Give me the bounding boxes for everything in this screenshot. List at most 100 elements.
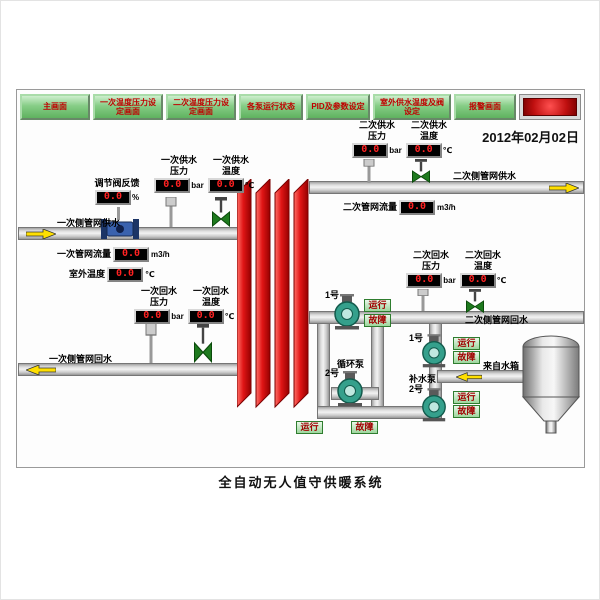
pressure-transmitter-icon (363, 158, 375, 183)
pipe-primary-return (18, 363, 243, 376)
toolbar-button-pid-params[interactable]: PID及参数设定 (306, 94, 370, 120)
meter-label: 一次管网流量 (57, 249, 112, 260)
meter-label: 二次管网流量 (343, 202, 398, 213)
pipe-secondary-supply (309, 181, 584, 194)
pipe-label-primary-supply: 一次侧管网供水 (57, 218, 121, 228)
circ-pump1-label: 1号 (325, 290, 340, 300)
makeup-pump-1[interactable] (420, 334, 448, 368)
meter-display: 0.0 (406, 272, 443, 288)
pipe-circ-loop-bottom (317, 406, 442, 419)
circ-pump2-fault-indicator: 故障 (351, 421, 378, 434)
pressure-transmitter-icon (145, 322, 157, 363)
pipe-circ-loop-left (317, 323, 330, 419)
toolbar-button-alarm-screen[interactable]: 报警画面 (454, 94, 516, 120)
circ-pump2-label: 2号 (325, 368, 340, 378)
temp-valve-icon (411, 159, 431, 184)
meter-display: 0.0 (134, 308, 171, 324)
valve-stem (117, 207, 120, 220)
meter-label: 二次供水温度 (410, 120, 447, 141)
makeup-pump1-run-indicator: 运行 (453, 337, 480, 350)
makeup-pump-2[interactable] (420, 388, 448, 422)
meter-label: 一次回水温度 (192, 286, 229, 307)
circulation-pump-2[interactable] (335, 371, 365, 407)
flow-arrow-right-icon (548, 182, 581, 194)
circ-pump-group-label: 循环泵 (337, 359, 365, 369)
meter-label: 室外温度 (69, 269, 106, 280)
meter-display: 0.0 (113, 247, 150, 262)
flow-arrow-left-icon (24, 364, 57, 376)
meter-display: 0.0 (399, 200, 436, 215)
pipe-circ-loop-right (371, 323, 384, 419)
toolbar-button-main[interactable]: 主画面 (20, 94, 90, 120)
alarm-lamp (519, 94, 581, 120)
meter-label: 一次回水压力 (140, 286, 177, 307)
meter-display: 0.0 (352, 142, 389, 158)
makeup-pump2-run-indicator: 运行 (453, 391, 480, 404)
meter-unit: bar (443, 275, 456, 285)
makeup-pump1-label: 1号 (409, 333, 424, 343)
meter-secondary-flow: 二次管网流量 0.0 m3/h (343, 200, 456, 215)
page-title: 全自动无人值守供暖系统 (218, 475, 384, 490)
meter-label: 一次供水温度 (212, 155, 249, 176)
meter-display: 0.0 (107, 267, 144, 282)
pipe-tank-supply (437, 370, 527, 383)
meter-display: 0.0 (207, 177, 244, 193)
toolbar-button-outdoor-valve[interactable]: 室外供水温度及阀设定 (373, 94, 451, 120)
temp-valve-icon (211, 197, 231, 228)
flow-arrow-left-icon (455, 372, 483, 382)
flow-arrow-right-icon (25, 228, 58, 240)
makeup-pump2-fault-indicator: 故障 (453, 405, 480, 418)
meter-secondary-supply-temp: 二次供水温度 0.0℃ (397, 120, 461, 158)
meter-unit: bar (191, 180, 204, 190)
meter-display: 0.0 (94, 189, 131, 205)
meter-unit: ℃ (496, 275, 507, 285)
control-valve[interactable] (100, 218, 140, 240)
pipe-label-secondary-return: 二次侧管网回水 (465, 315, 529, 325)
pipe-label-primary-return: 一次侧管网回水 (49, 354, 113, 364)
circ-pump2-run-indicator: 运行 (296, 421, 323, 434)
alarm-lamp-light (523, 98, 577, 116)
meter-unit: % (131, 192, 140, 202)
temp-valve-icon (193, 323, 213, 364)
toolbar-button-pump-status[interactable]: 各泵运行状态 (239, 94, 303, 120)
meter-label: 一次供水压力 (160, 155, 197, 176)
meter-label: 调节阀反馈 (94, 178, 140, 188)
meter-label: 二次供水压力 (358, 120, 395, 141)
date-display: 2012年02月02日 (482, 130, 579, 145)
meter-label: 二次回水压力 (412, 250, 449, 271)
meter-secondary-return-temp: 二次回水温度 0.0℃ (451, 250, 515, 288)
makeup-pump2-label: 2号 (409, 384, 424, 394)
tank-label: 来自水箱 (483, 361, 520, 371)
meter-display: 0.0 (459, 272, 496, 288)
circ-pump1-run-indicator: 运行 (364, 299, 391, 312)
meter-display: 0.0 (154, 177, 191, 193)
water-tank (521, 335, 581, 435)
pressure-transmitter-icon (417, 288, 429, 311)
makeup-pump-group-label: 补水泵 (409, 374, 437, 384)
meter-unit: m3/h (437, 203, 456, 212)
meter-unit: ℃ (224, 311, 235, 321)
meter-primary-return-temp: 一次回水温度 0.0℃ (179, 286, 243, 324)
meter-unit: m3/h (151, 250, 170, 259)
meter-primary-flow: 一次管网流量 0.0 m3/h (57, 247, 170, 262)
temp-valve-icon (465, 289, 485, 314)
meter-label: 二次回水温度 (464, 250, 501, 271)
plate-heat-exchanger (236, 177, 313, 409)
meter-valve-feedback: 调节阀反馈 0.0% (85, 178, 149, 205)
circ-pump1-fault-indicator: 故障 (364, 314, 391, 327)
pipe-label-secondary-supply: 二次侧管网供水 (453, 171, 517, 181)
meter-primary-supply-temp: 一次供水温度 0.0℃ (199, 155, 263, 193)
toolbar-button-pri-setpoints[interactable]: 一次温度压力设定画面 (93, 94, 163, 120)
toolbar-button-sec-setpoints[interactable]: 二次温度压力设定画面 (166, 94, 236, 120)
meter-display: 0.0 (405, 142, 442, 158)
meter-unit: bar (171, 311, 184, 321)
pressure-transmitter-icon (165, 196, 177, 227)
meter-unit: ℃ (145, 270, 155, 279)
meter-unit: ℃ (442, 145, 453, 155)
circulation-pump-1[interactable] (332, 294, 362, 330)
meter-unit: ℃ (244, 180, 255, 190)
